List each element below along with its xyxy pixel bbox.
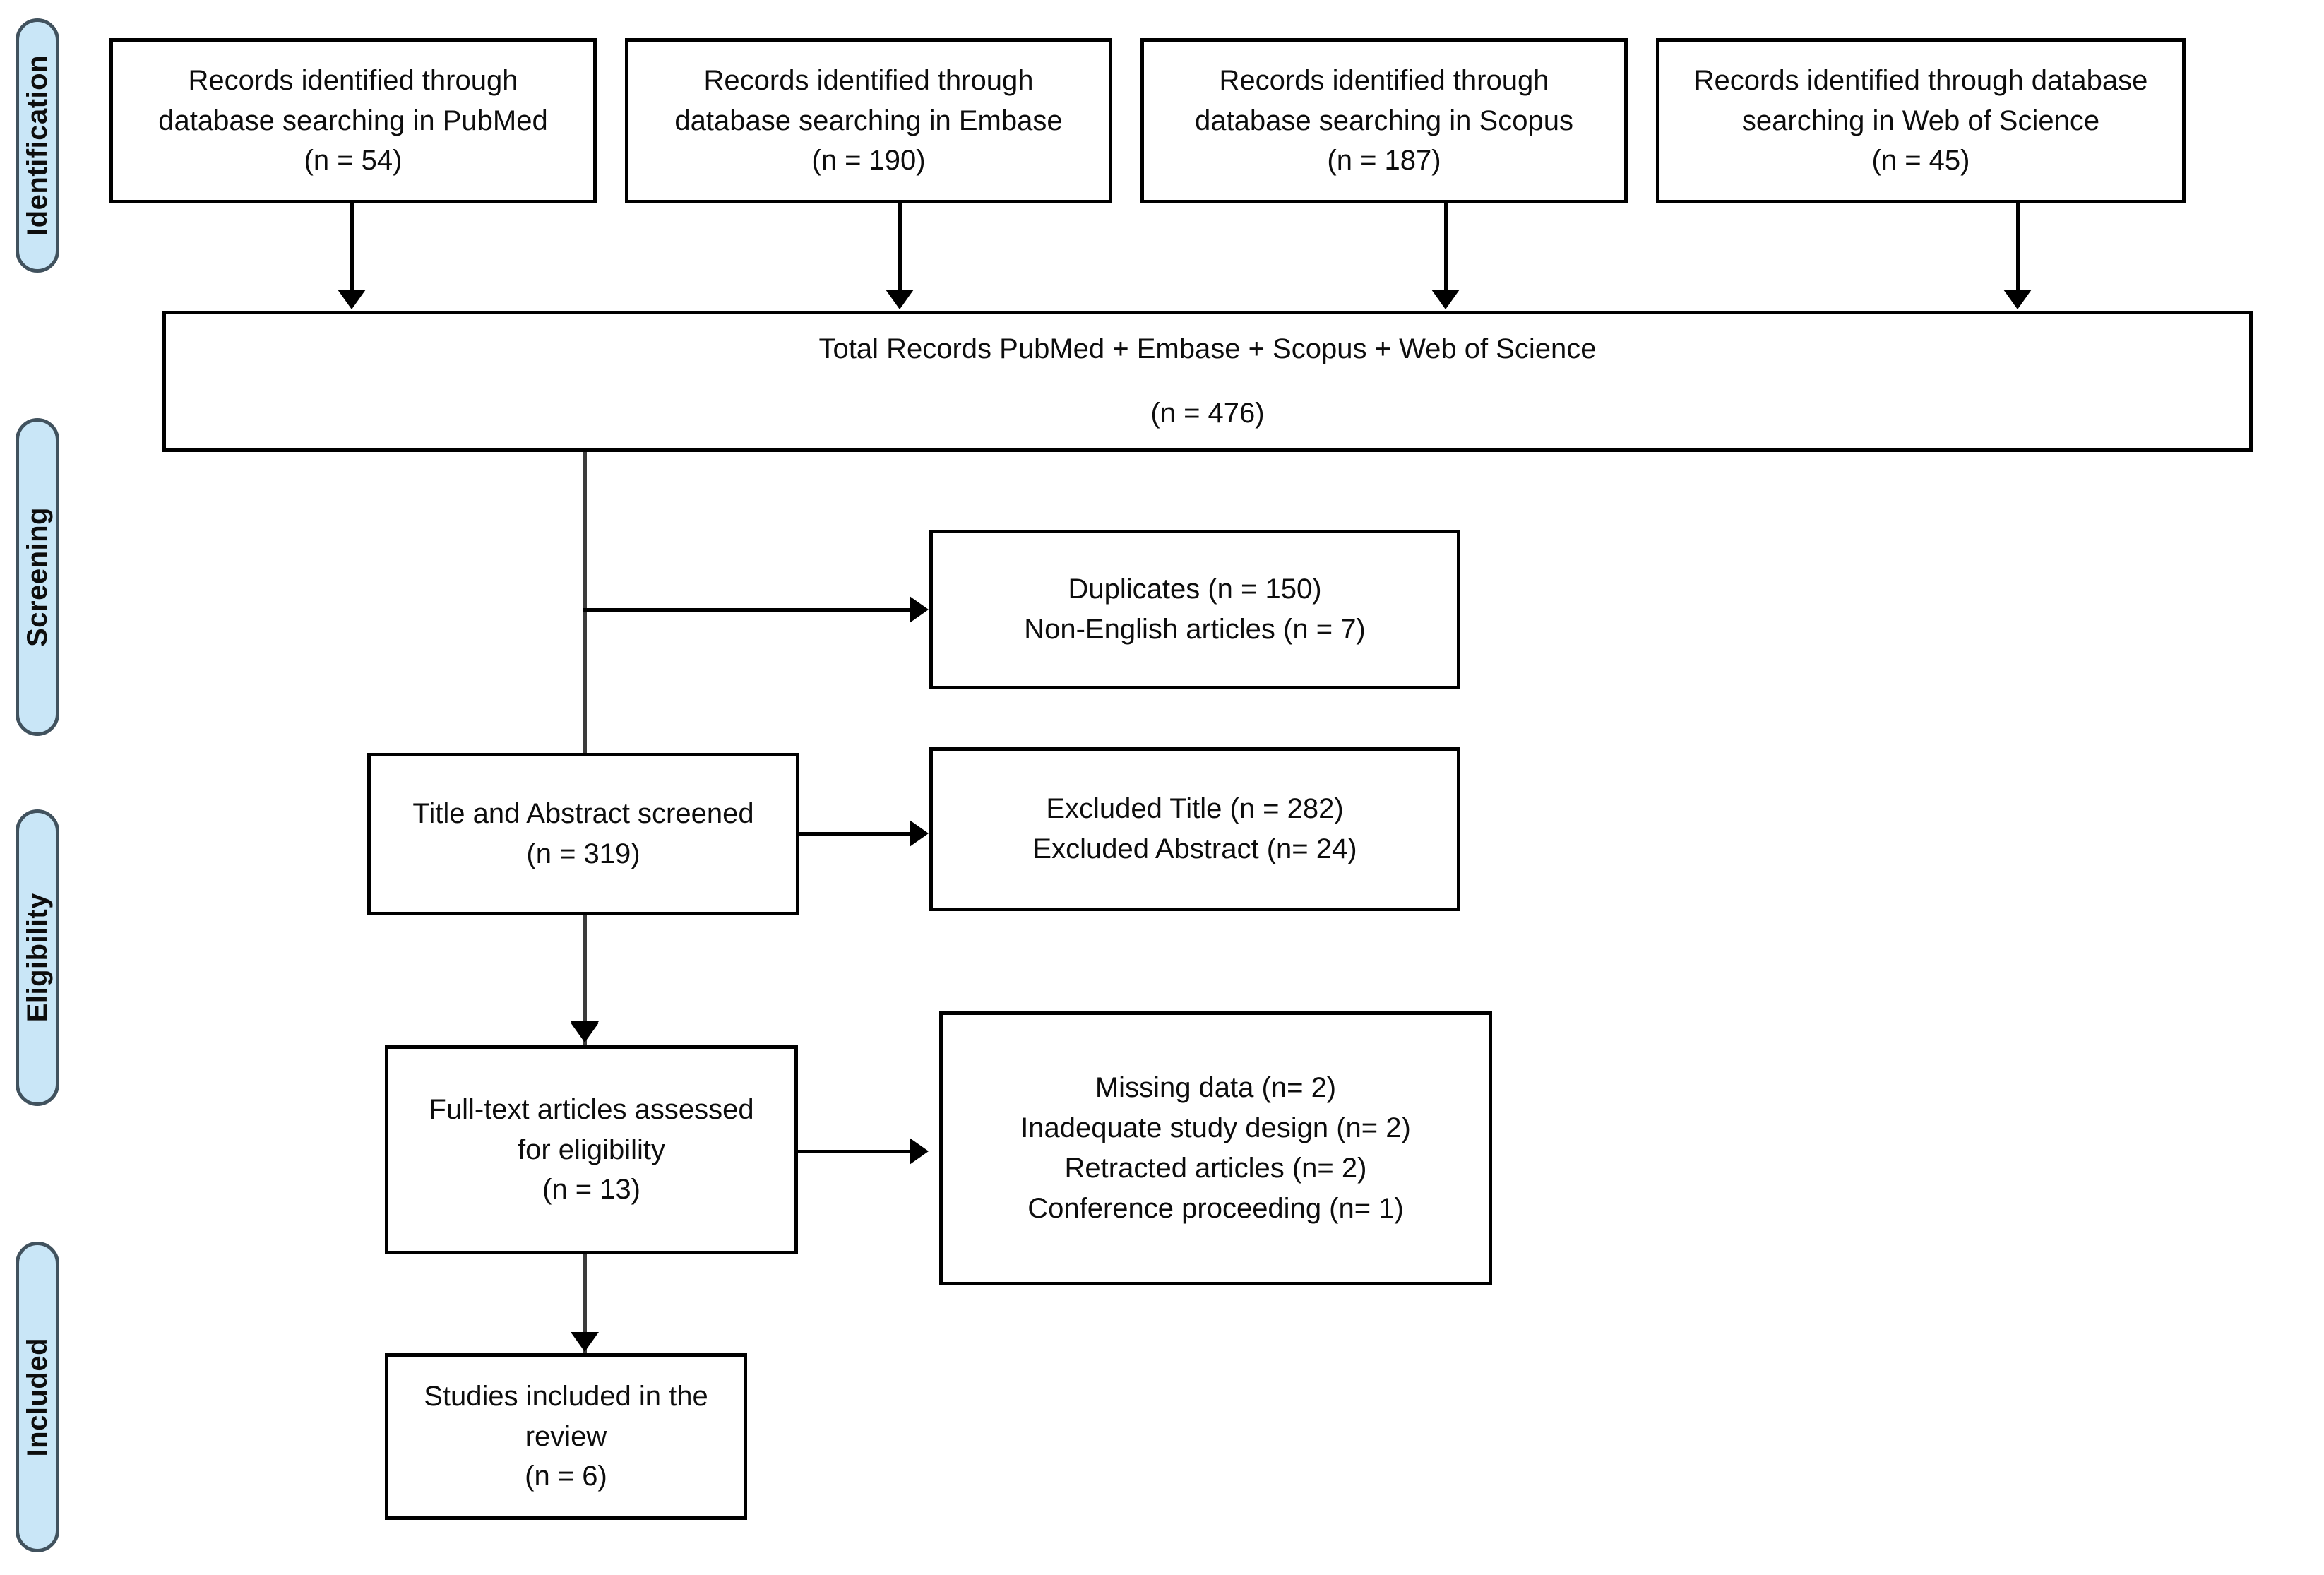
- phase-label-identification: Identification: [21, 55, 53, 236]
- phase-pill-identification: Identification: [16, 18, 59, 273]
- source-wos-line-1: Records identified through database: [1693, 64, 2148, 96]
- source-scopus-count: (n = 187): [1327, 145, 1441, 177]
- included-line-2: review: [525, 1420, 607, 1452]
- phase-pill-screening: Screening: [16, 418, 59, 736]
- phase-pill-eligibility: Eligibility: [16, 809, 59, 1106]
- connector-fulltext-to-excluded: [798, 1150, 910, 1153]
- removed-duplicates: Duplicates (n = 150): [1068, 573, 1322, 605]
- source-pubmed-line-2: database searching in PubMed: [158, 105, 548, 136]
- source-wos-line-2: searching in Web of Science: [1741, 105, 2100, 136]
- screen-excluded-box: Excluded Title (n = 282) Excluded Abstra…: [929, 747, 1460, 911]
- phase-label-screening: Screening: [21, 507, 53, 647]
- excluded-abstract: Excluded Abstract (n= 24): [1032, 833, 1357, 864]
- included-line-1: Studies included in the: [424, 1380, 708, 1412]
- source-scopus-line-2: database searching in Scopus: [1195, 105, 1573, 136]
- removed-non-english: Non-English articles (n = 7): [1024, 614, 1366, 645]
- connector-screening-to-removed: [583, 608, 910, 612]
- excluded-title: Excluded Title (n = 282): [1046, 793, 1344, 825]
- included-count: (n = 6): [525, 1461, 607, 1492]
- fulltext-excluded-retracted: Retracted articles (n= 2): [1064, 1153, 1367, 1184]
- arrowhead-screened-to-fulltext: [571, 1021, 599, 1041]
- connector-screened-to-excluded: [799, 832, 910, 836]
- source-pubmed-line-1: Records identified through: [188, 64, 518, 96]
- screened-count: (n = 319): [526, 838, 640, 869]
- fulltext-count: (n = 13): [542, 1174, 640, 1206]
- arrowhead-screening-to-removed: [910, 596, 929, 623]
- removed-records-box: Duplicates (n = 150) Non-English article…: [929, 530, 1460, 689]
- source-embase-line-1: Records identified through: [703, 64, 1034, 96]
- connector-fulltext-to-included: [583, 1254, 587, 1353]
- source-box-pubmed: Records identified through database sear…: [109, 38, 597, 203]
- source-box-scopus: Records identified through database sear…: [1140, 38, 1628, 203]
- fulltext-excluded-missing-data: Missing data (n= 2): [1095, 1072, 1337, 1104]
- source-embase-line-2: database searching in Embase: [674, 105, 1063, 136]
- fulltext-box: Full-text articles assessed for eligibil…: [385, 1045, 798, 1254]
- arrowhead-fulltext-to-included: [571, 1332, 599, 1352]
- connector-wos-to-total: [2016, 203, 2020, 294]
- arrowhead-wos-to-total: [2003, 290, 2032, 309]
- connector-embase-to-total: [898, 203, 902, 294]
- arrowhead-embase-to-total: [886, 290, 914, 309]
- arrowhead-pubmed-to-total: [338, 290, 366, 309]
- source-scopus-line-1: Records identified through: [1219, 64, 1549, 96]
- arrowhead-scopus-to-total: [1431, 290, 1460, 309]
- screened-line-1: Title and Abstract screened: [412, 798, 754, 830]
- source-pubmed-count: (n = 54): [304, 145, 403, 177]
- fulltext-excluded-conference: Conference proceeding (n= 1): [1027, 1192, 1404, 1224]
- total-records-line-1: Total Records PubMed + Embase + Scopus +…: [818, 333, 1597, 365]
- connector-total-to-screened-trunk: [583, 452, 587, 1045]
- arrowhead-fulltext-to-excluded: [910, 1138, 929, 1165]
- fulltext-line-2: for eligibility: [518, 1134, 665, 1165]
- arrowhead-screened-to-excluded: [910, 820, 929, 847]
- connector-pubmed-to-total: [350, 203, 354, 294]
- source-box-web-of-science: Records identified through database sear…: [1656, 38, 2186, 203]
- fulltext-line-1: Full-text articles assessed: [429, 1093, 754, 1125]
- screened-box: Title and Abstract screened (n = 319): [367, 753, 799, 915]
- fulltext-excluded-box: Missing data (n= 2) Inadequate study des…: [939, 1011, 1492, 1285]
- phase-pill-included: Included: [16, 1242, 59, 1552]
- source-wos-count: (n = 45): [1871, 145, 1970, 177]
- total-records-box: Total Records PubMed + Embase + Scopus +…: [162, 311, 2253, 452]
- fulltext-excluded-inadequate-design: Inadequate study design (n= 2): [1020, 1112, 1411, 1144]
- source-embase-count: (n = 190): [811, 145, 926, 177]
- connector-scopus-to-total: [1444, 203, 1448, 294]
- included-studies-box: Studies included in the review (n = 6): [385, 1353, 747, 1520]
- phase-label-included: Included: [21, 1337, 53, 1457]
- source-box-embase: Records identified through database sear…: [625, 38, 1112, 203]
- phase-label-eligibility: Eligibility: [21, 893, 53, 1023]
- connector-screened-to-fulltext: [583, 915, 587, 1026]
- total-records-count: (n = 476): [1150, 398, 1265, 429]
